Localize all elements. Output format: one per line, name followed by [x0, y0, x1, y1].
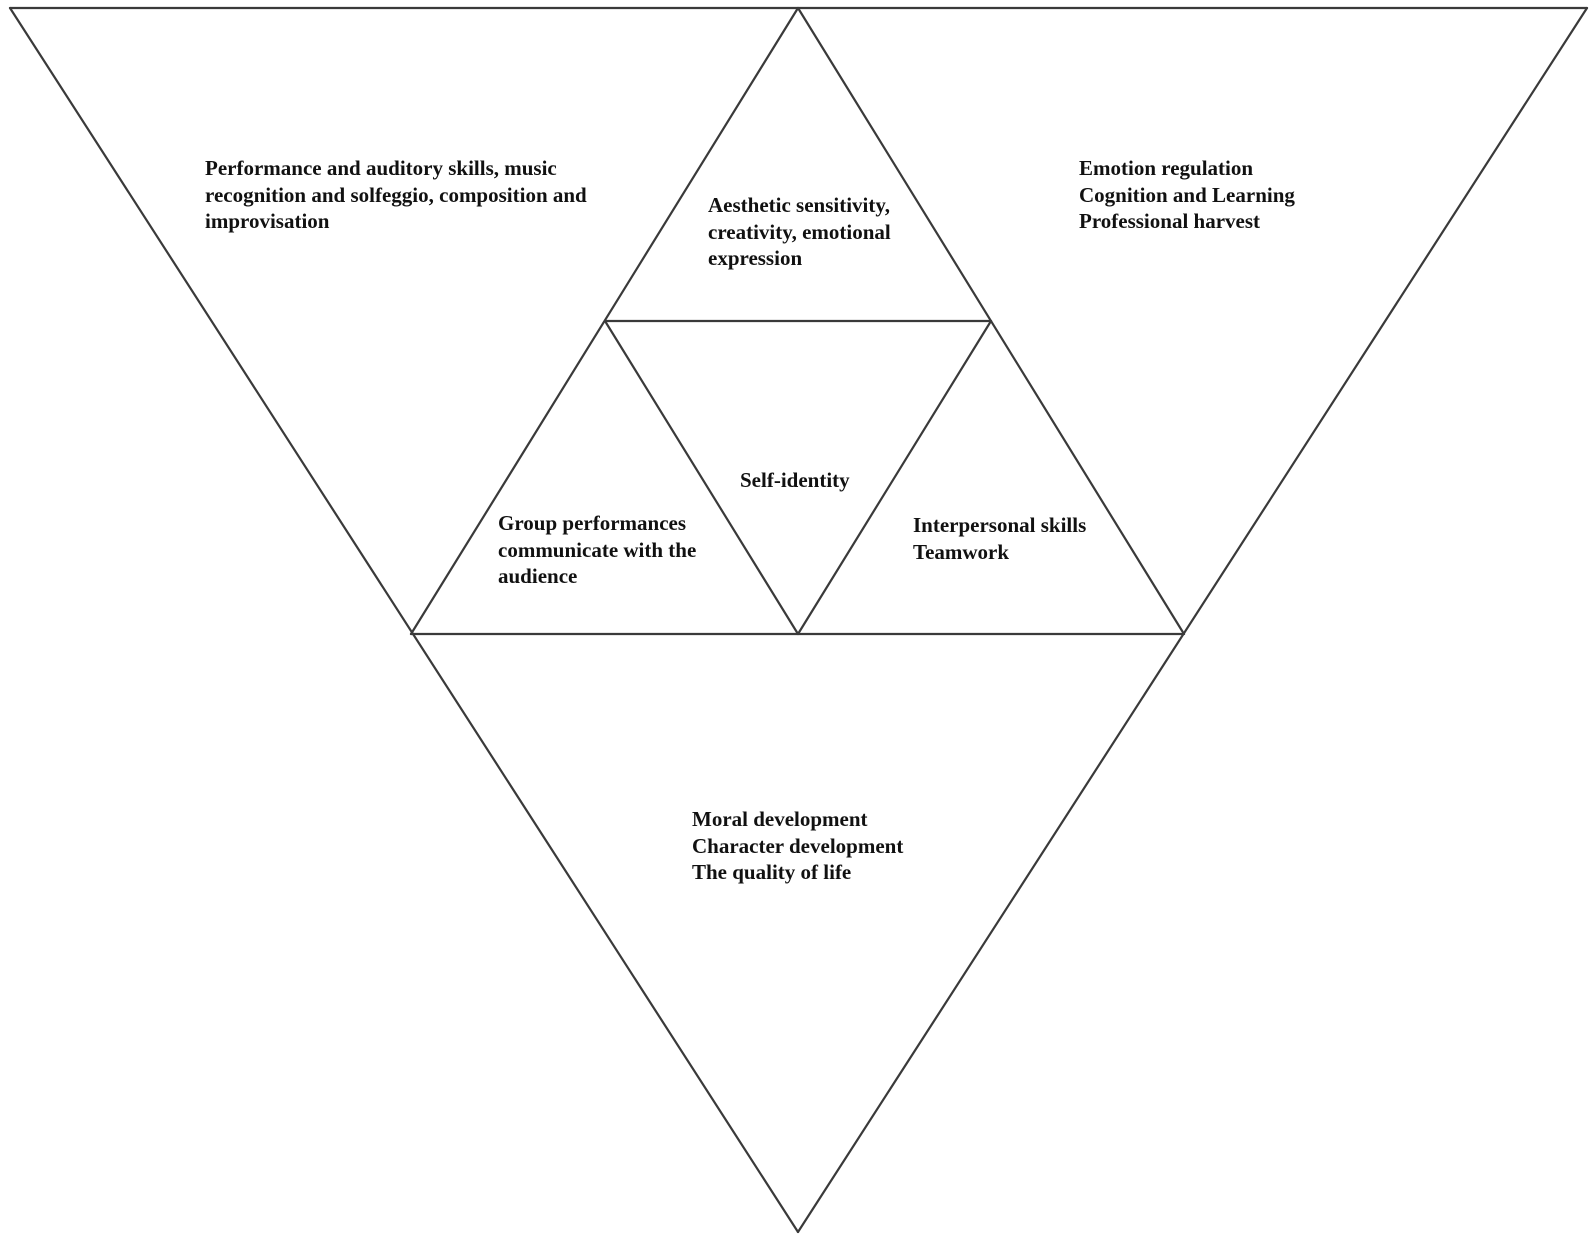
right-region-line: Cognition and Learning [1079, 182, 1295, 207]
top-center-region-line: Aesthetic sensitivity, [708, 193, 890, 217]
top-center-region-line: expression [708, 246, 803, 270]
center-region-label: Self-identity [740, 467, 850, 494]
left-region-line: Performance and auditory skills, music [205, 156, 557, 180]
outer-right-edge [796, 6, 1589, 1234]
inner-right-region-label: Interpersonal skills Teamwork [913, 512, 1086, 565]
bottom-region-label: Moral development Character development … [692, 806, 903, 886]
outer-triangle [10, 8, 1587, 1232]
top-center-region-label: Aesthetic sensitivity, creativity, emoti… [708, 192, 891, 272]
inner-right-region-line: Teamwork [913, 539, 1010, 564]
right-region-line: Professional harvest [1079, 209, 1261, 233]
inner-left-region-label: Group performances communicate with the … [498, 510, 696, 590]
inner-left-region-line: audience [498, 564, 578, 588]
inner-left-edge [603, 319, 800, 636]
inner-right-edge [796, 319, 993, 636]
inner-right-region-line: Interpersonal skills [913, 513, 1087, 537]
left-region-label: Performance and auditory skills, music r… [205, 155, 587, 235]
top-center-region-line: creativity, emotional [708, 219, 891, 244]
left-region-line: improvisation [205, 209, 330, 233]
left-region-line: recognition and solfeggio, composition a… [205, 182, 587, 207]
bottom-region-line: Moral development [692, 807, 868, 831]
center-region-line: Self-identity [740, 468, 850, 492]
outer-left-edge [8, 6, 800, 1234]
bottom-region-line: Character development [692, 833, 904, 858]
bottom-region-line: The quality of life [692, 860, 852, 884]
right-region-label: Emotion regulation Cognition and Learnin… [1079, 155, 1295, 235]
inner-left-region-line: Group performances [498, 511, 687, 535]
right-region-line: Emotion regulation [1079, 156, 1254, 180]
inner-left-region-line: communicate with the [498, 537, 697, 562]
